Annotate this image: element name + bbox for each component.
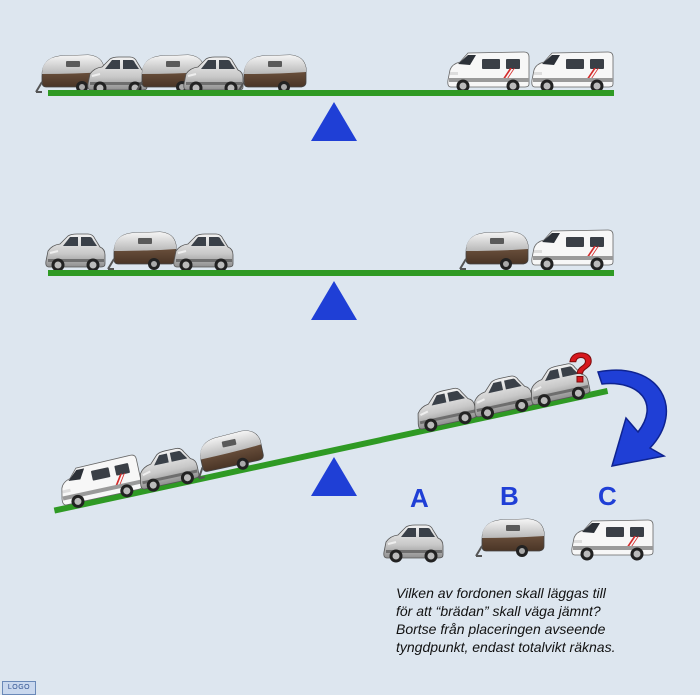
motorhome-icon <box>531 229 614 271</box>
question-line-3: Bortse från placeringen avseende <box>396 621 606 637</box>
question-text: Vilken av fordonen skall läggas till för… <box>396 584 686 656</box>
question-line-2: för att “brädan” skall väga jämnt? <box>396 603 601 619</box>
question-line-4: tyngdpunkt, endast totalvikt räknas. <box>396 639 616 655</box>
logo: LOGO <box>2 681 36 695</box>
fulcrum-triangle-icon <box>311 102 357 141</box>
plank-2 <box>48 270 614 276</box>
small-car-icon <box>44 233 106 273</box>
seesaw-1 <box>35 51 614 141</box>
caravan-icon <box>237 54 307 94</box>
fulcrum-triangle-icon <box>311 281 357 320</box>
option-c-vehicle[interactable] <box>571 519 654 561</box>
small-car-icon <box>172 233 234 273</box>
plank-1 <box>48 90 614 96</box>
option-c-label[interactable]: C <box>598 481 617 511</box>
question-line-1: Vilken av fordonen skall läggas till <box>396 585 606 601</box>
fulcrum-triangle-icon <box>311 457 357 496</box>
seesaw-3 <box>53 359 609 514</box>
caravan-icon <box>107 231 177 271</box>
option-a-label[interactable]: A <box>410 483 429 513</box>
logo-text: LOGO <box>7 684 31 691</box>
option-b-vehicle[interactable] <box>475 518 545 558</box>
option-b-label[interactable]: B <box>500 481 519 511</box>
question-mark: ? <box>568 344 594 391</box>
motorhome-icon <box>447 51 530 93</box>
caravan-icon <box>459 231 529 271</box>
option-a-vehicle[interactable] <box>382 524 444 564</box>
curved-arrow-icon <box>597 369 668 467</box>
seesaw-2 <box>44 229 614 320</box>
motorhome-icon <box>531 51 614 93</box>
